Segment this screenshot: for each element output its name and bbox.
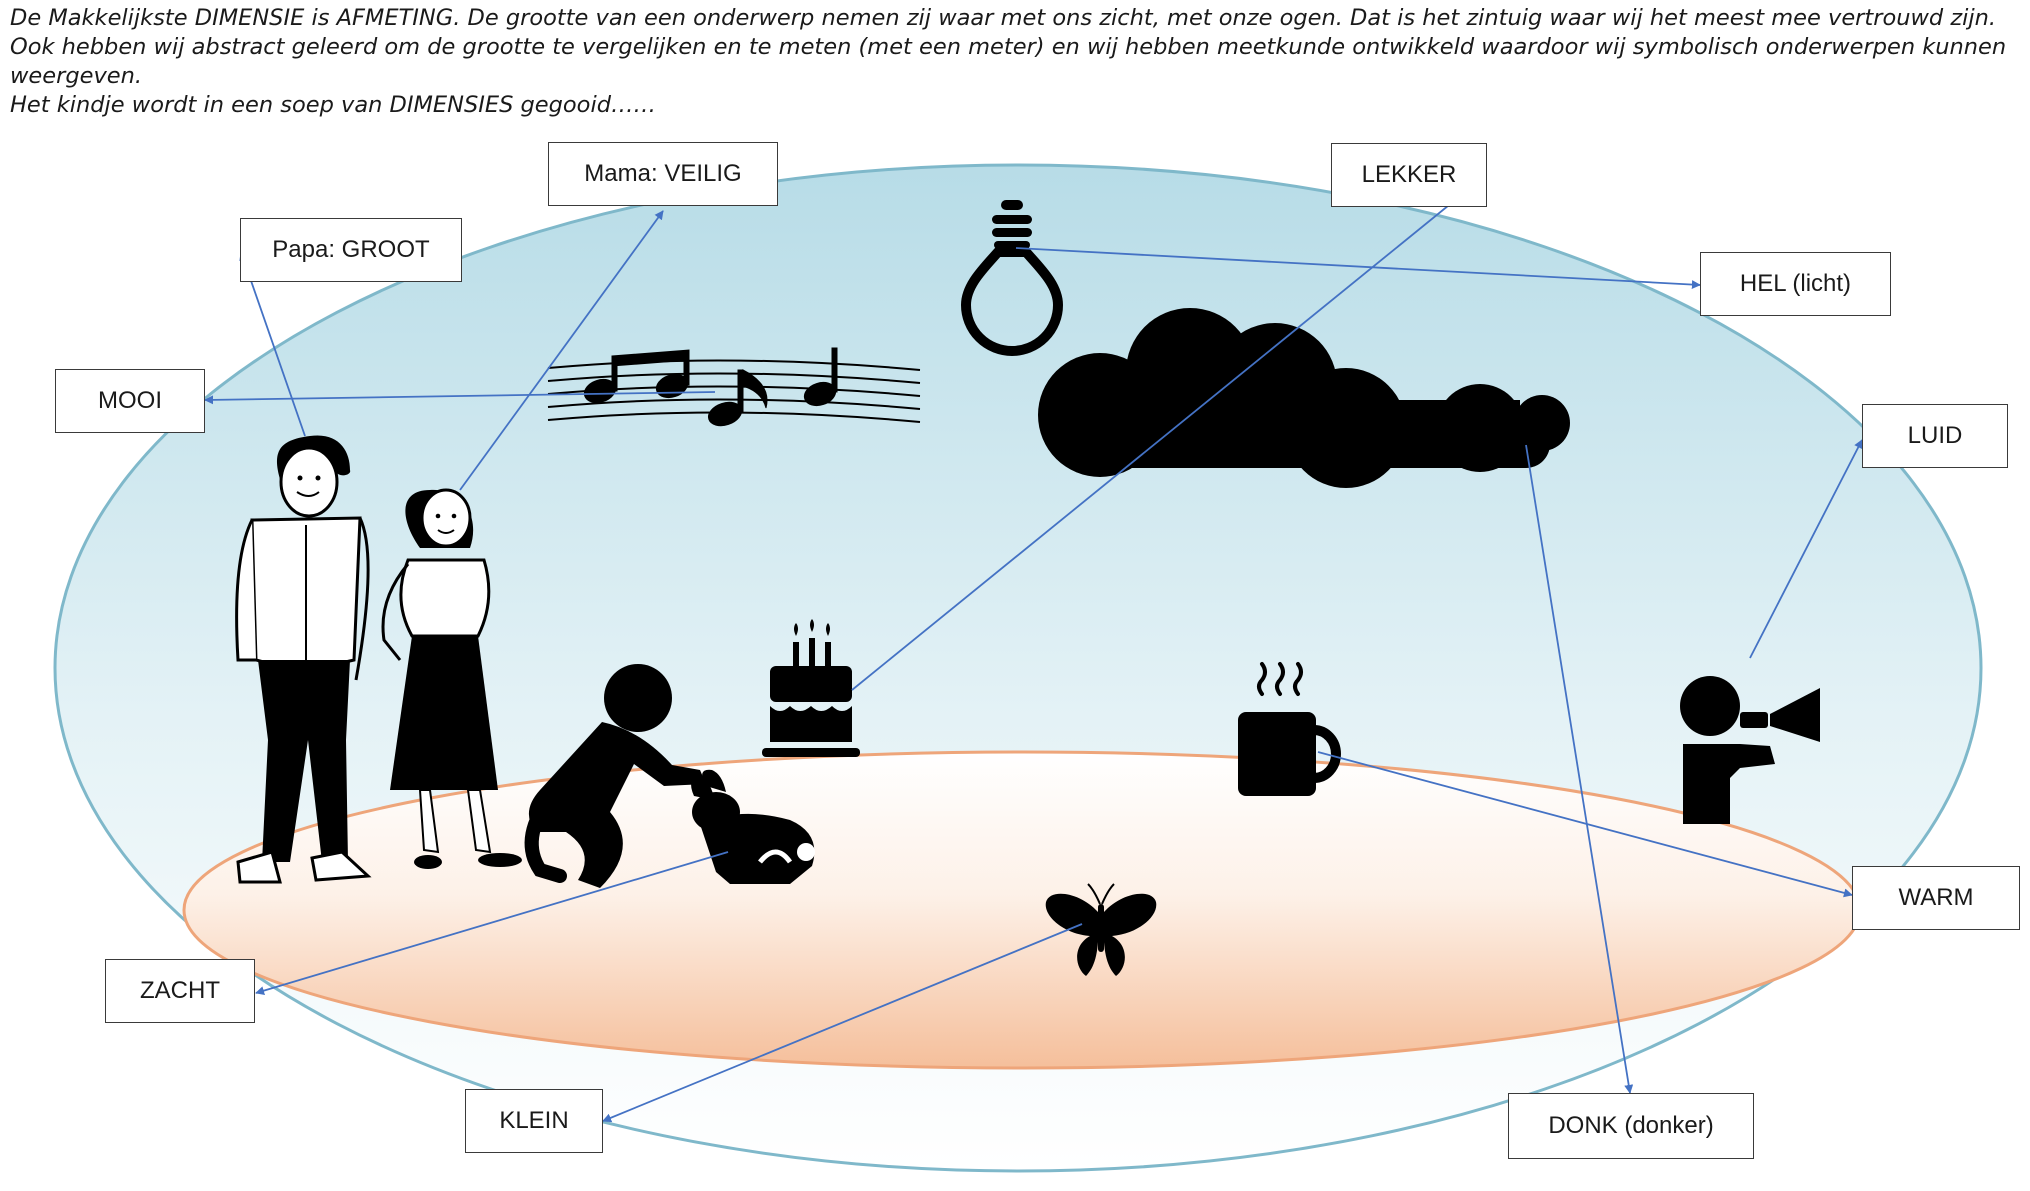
arrow-donk (1525, 444, 1634, 1094)
light-bulb-icon (961, 200, 1063, 356)
arrow-mooi (204, 391, 716, 405)
arrow-hel (1015, 247, 1701, 290)
connector-arrows (204, 174, 1863, 1123)
label-klein: KLEIN (465, 1089, 603, 1153)
papa-figure (235, 435, 372, 884)
inner-ellipse (182, 750, 1862, 1070)
arrow-warm (1317, 751, 1853, 898)
label-luid: LUID (1862, 404, 2008, 468)
cloud-icon (1038, 308, 1570, 488)
label-mooi: MOOI (55, 369, 205, 433)
arrow-klein (602, 923, 1083, 1123)
butterfly-icon (1045, 883, 1157, 976)
mama-figure (381, 488, 522, 869)
arrow-luid (1749, 439, 1863, 659)
hot-mug-icon (1238, 662, 1341, 796)
rabbit-icon (691, 769, 815, 884)
intro-text: De Makkelijkste DIMENSIE is AFMETING. De… (10, 4, 2020, 120)
intro-paragraph: De Makkelijkste DIMENSIE is AFMETING. De… (10, 5, 2007, 89)
label-lekker: LEKKER (1331, 143, 1487, 207)
intro-closing-line: Het kindje wordt in een soep van DIMENSI… (10, 92, 656, 118)
label-donk-donker: DONK (donker) (1508, 1093, 1754, 1159)
label-mama: Mama: VEILIG (548, 142, 778, 206)
birthday-cake-icon (762, 619, 860, 757)
arrow-lekker (851, 174, 1487, 691)
music-notes-icon (547, 347, 921, 427)
child-petting-rabbit-icon (524, 664, 706, 888)
arrow-mama (459, 210, 664, 491)
label-warm: WARM (1852, 866, 2020, 930)
arrow-zacht (255, 851, 729, 995)
label-hel-licht: HEL (licht) (1700, 252, 1891, 316)
arrow-papa (239, 251, 306, 437)
megaphone-person-icon (1680, 676, 1820, 824)
label-zacht: ZACHT (105, 959, 255, 1023)
label-papa: Papa: GROOT (240, 218, 462, 282)
